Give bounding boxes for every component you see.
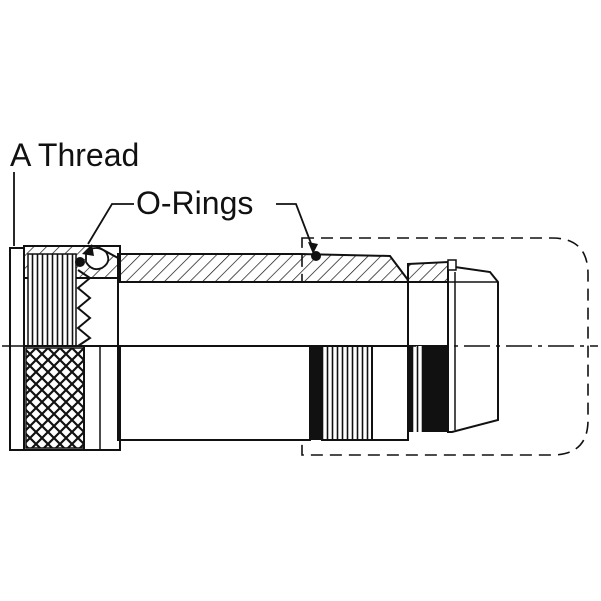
arrowhead-icon (308, 242, 318, 254)
o-ring-rear (311, 251, 321, 261)
o-ring-leader-right (276, 203, 313, 247)
a-thread-label: A Thread (10, 137, 139, 173)
main-body (117, 253, 409, 441)
a-thread-teeth (76, 269, 92, 347)
arrowhead-icon (82, 244, 94, 256)
o-ring-front (75, 257, 85, 267)
o-ring-leader-left (87, 203, 134, 245)
optional-outline-dashed (301, 237, 589, 456)
o-rings-label: O-Rings (136, 185, 253, 221)
coupling-nut (9, 245, 121, 451)
